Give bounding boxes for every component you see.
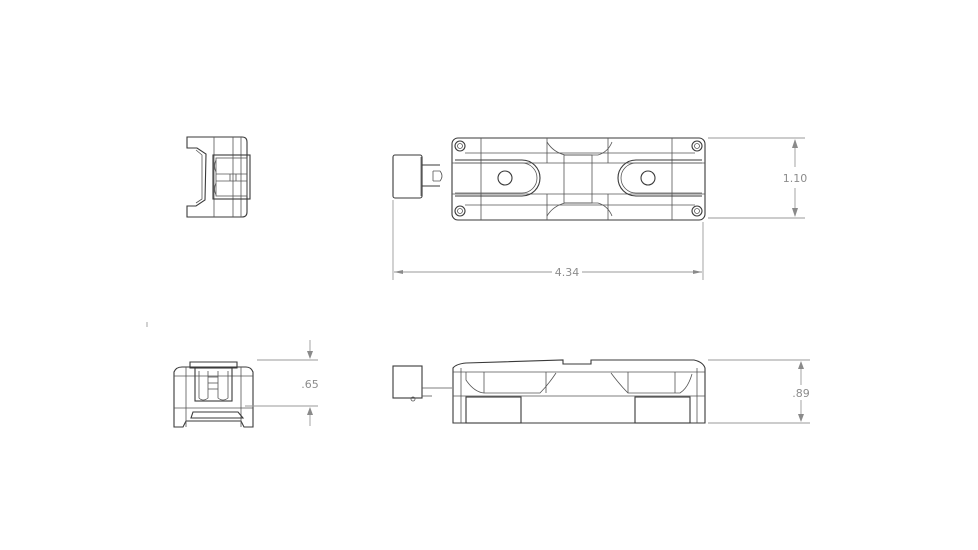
dimension-label-1-10: 1.10 xyxy=(783,172,808,185)
dimension-label-0-89: .89 xyxy=(792,387,810,400)
dimension-1-10: 1.10 xyxy=(708,137,808,219)
front-view xyxy=(392,359,706,424)
dimension-0-65: .65 xyxy=(245,340,319,426)
dimension-4-34: 4.34 xyxy=(392,200,704,280)
dimension-label-4-34: 4.34 xyxy=(555,266,580,279)
end-view-bottom-left xyxy=(173,361,254,428)
dimension-0-89: .89 xyxy=(708,359,810,424)
dimension-label-0-65: .65 xyxy=(301,378,319,391)
side-view-top-left xyxy=(186,136,251,218)
top-view xyxy=(392,137,706,221)
